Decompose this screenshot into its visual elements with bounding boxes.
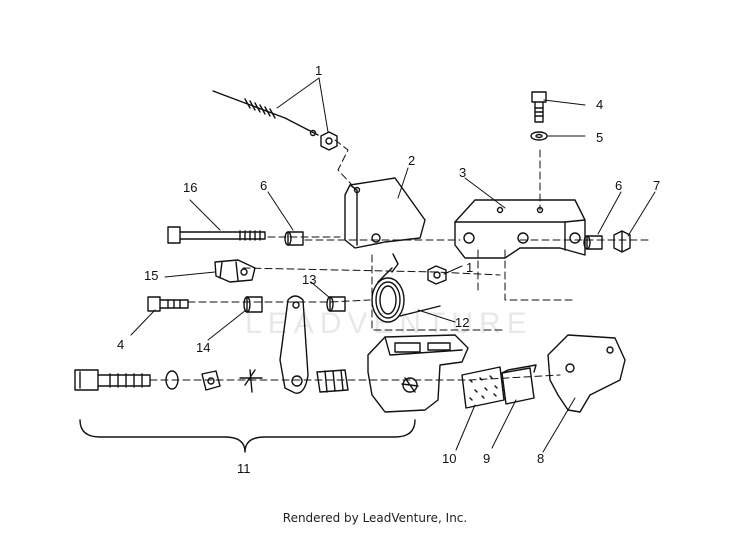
part-15-clamp — [214, 259, 256, 283]
part-2-lever-bracket — [344, 177, 426, 249]
part-8-plate — [547, 334, 626, 413]
part-1-nut-top — [320, 131, 338, 151]
callout-9: 9 — [483, 451, 490, 466]
watermark: LEADVENTURE — [245, 307, 533, 340]
callout-2: 2 — [408, 153, 415, 168]
callout-1-top: 1 — [315, 63, 322, 78]
part-10-filter-pad — [461, 366, 505, 409]
part-12-torsion-spring — [371, 253, 441, 323]
part-1-nut-mid — [427, 265, 447, 285]
callout-5: 5 — [596, 130, 603, 145]
leader-lines — [130, 77, 656, 453]
callout-7: 7 — [653, 178, 660, 193]
part-13-spacer — [326, 296, 346, 312]
callout-4-left: 4 — [117, 337, 124, 352]
part-6-spacer-left — [284, 231, 304, 246]
callout-8: 8 — [537, 451, 544, 466]
callout-12: 12 — [455, 315, 469, 330]
part-9-pad — [501, 364, 537, 405]
part-11-bolt-assembly — [74, 369, 349, 393]
callout-1-mid: 1 — [466, 260, 473, 275]
callout-11: 11 — [237, 461, 251, 476]
callout-16: 16 — [183, 180, 197, 195]
part-7-nut — [613, 230, 631, 253]
callout-6-right: 6 — [615, 178, 622, 193]
callout-13: 13 — [302, 272, 316, 287]
callout-14: 14 — [196, 340, 210, 355]
part-4-bolt-left — [147, 296, 189, 312]
part-3-mounting-bracket — [454, 199, 586, 259]
part-11-group-brace — [79, 419, 416, 453]
part-5-lock-washer — [530, 131, 548, 141]
part-4-bolt-top — [531, 91, 547, 123]
footer-credit: Rendered by LeadVenture, Inc. — [283, 511, 467, 525]
part-16-long-bolt — [167, 226, 266, 244]
callout-4-top: 4 — [596, 97, 603, 112]
part-1-cable-rod — [212, 90, 319, 137]
callout-15: 15 — [144, 268, 158, 283]
part-14-spacer — [243, 296, 263, 313]
assembly-centerlines — [149, 139, 651, 381]
part-6-spacer-right — [583, 235, 603, 250]
callout-10: 10 — [442, 451, 456, 466]
callout-6-left: 6 — [260, 178, 267, 193]
callout-3: 3 — [459, 165, 466, 180]
part-11-lever-arm — [279, 295, 309, 394]
mount-body — [367, 334, 469, 413]
